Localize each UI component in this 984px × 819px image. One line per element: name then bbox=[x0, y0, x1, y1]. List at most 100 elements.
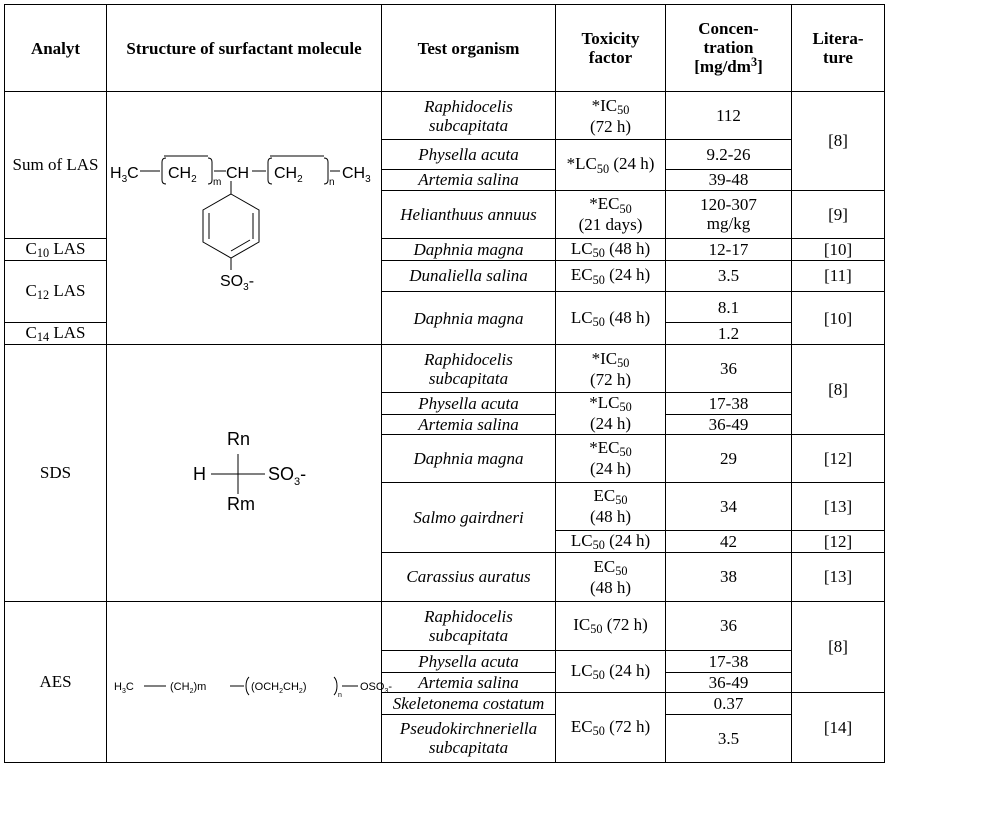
literature-cell: [11] bbox=[791, 259, 885, 293]
toxicity-cell: LC50 (24 h) bbox=[555, 529, 666, 553]
table-row: AES H3C (CH2)m (OCH2CH2) n OSO3- Raphido… bbox=[4, 600, 885, 763]
svg-text:m: m bbox=[213, 177, 221, 188]
concentration-cell: 17-38 bbox=[665, 649, 792, 673]
concentration-cell: 36 bbox=[665, 344, 792, 393]
svg-text:CH3: CH3 bbox=[342, 165, 371, 185]
table-row: C12 LAS Dunaliella salina EC50 (24 h) 3.… bbox=[4, 259, 885, 324]
svg-text:CH2: CH2 bbox=[168, 165, 197, 185]
literature-cell: [14] bbox=[791, 691, 885, 763]
toxicity-cell: LC50 (24 h) bbox=[555, 649, 666, 693]
organism-cell: Salmo gairdneri bbox=[381, 481, 556, 553]
concentration-cell: 29 bbox=[665, 433, 792, 483]
toxicity-cell: LC50 (48 h) bbox=[555, 237, 666, 261]
concentration-cell: 42 bbox=[665, 529, 792, 553]
svg-text:SO3-: SO3- bbox=[268, 464, 306, 488]
concentration-cell: 38 bbox=[665, 551, 792, 602]
svg-text:H3C: H3C bbox=[114, 681, 134, 695]
concentration-cell: 12-17 bbox=[665, 237, 792, 261]
literature-cell: [8] bbox=[791, 91, 885, 191]
table-row: Skeletonema costatum EC50 (72 h) 0.37 [1… bbox=[5, 691, 885, 763]
analyte-aes: AES bbox=[4, 600, 107, 763]
svg-text:OSO3-: OSO3- bbox=[360, 681, 392, 695]
aes-structure-diagram: H3C (CH2)m (OCH2CH2) n OSO3- bbox=[114, 676, 392, 699]
organism-cell: Daphnia magna bbox=[381, 237, 556, 261]
literature-cell: [9] bbox=[791, 189, 885, 239]
organism-cell: Helianthuus annuus bbox=[381, 189, 556, 239]
svg-text:n: n bbox=[329, 177, 335, 188]
toxicity-cell: *IC50(72 h) bbox=[555, 91, 666, 140]
organism-cell: Physella acuta bbox=[381, 649, 556, 673]
analyte-sds: SDS bbox=[4, 344, 107, 602]
table-row: Daphnia magna LC50 (48 h) 8.1 [10] bbox=[5, 291, 885, 345]
literature-cell: [8] bbox=[791, 600, 885, 693]
table-row: Helianthuus annuus *EC50(21 days) 120-30… bbox=[5, 189, 885, 239]
toxicity-cell: *EC50(24 h) bbox=[555, 433, 666, 483]
concentration-cell: 36-49 bbox=[665, 413, 792, 435]
analyte-c14-las: C14 LAS bbox=[4, 322, 107, 345]
svg-text:H: H bbox=[193, 464, 206, 484]
toxicity-cell: *EC50(21 days) bbox=[555, 189, 666, 239]
organism-cell: Skeletonema costatum bbox=[381, 691, 556, 715]
literature-cell: [10] bbox=[791, 237, 885, 261]
analyte-c12-las: C12 LAS bbox=[4, 259, 107, 324]
svg-text:(CH2)m: (CH2)m bbox=[170, 681, 206, 695]
table-row: Physella acuta *LC50 (24 h) 9.2-26 bbox=[5, 139, 885, 191]
las-structure: H3C CH2 m CH CH2 n CH3 SO3- bbox=[106, 91, 382, 345]
toxicity-cell: LC50 (48 h) bbox=[555, 291, 666, 345]
sds-structure: Rn H SO3- Rm bbox=[106, 344, 382, 602]
table-row: Physella acuta LC50 (24 h) 17-38 bbox=[5, 649, 885, 693]
svg-text:CH: CH bbox=[226, 165, 249, 182]
literature-cell: [8] bbox=[791, 344, 885, 435]
svg-text:Rn: Rn bbox=[227, 429, 250, 449]
literature-cell: [13] bbox=[791, 481, 885, 531]
concentration-cell: 1.2 bbox=[665, 322, 792, 345]
concentration-cell: 0.37 bbox=[665, 691, 792, 715]
aes-structure: H3C (CH2)m (OCH2CH2) n OSO3- bbox=[106, 600, 392, 763]
svg-text:n: n bbox=[338, 692, 342, 699]
toxicity-cell: EC50(48 h) bbox=[555, 481, 666, 531]
concentration-cell: 112 bbox=[665, 91, 792, 140]
header-organism: Test organism bbox=[381, 4, 556, 92]
concentration-cell: 3.5 bbox=[665, 713, 792, 763]
concentration-cell: 3.5 bbox=[665, 259, 792, 293]
organism-cell: Dunaliella salina bbox=[381, 259, 556, 293]
toxicity-cell: *IC50(72 h) bbox=[555, 344, 666, 393]
literature-cell: [13] bbox=[791, 551, 885, 602]
sds-structure-diagram: Rn H SO3- Rm bbox=[193, 429, 306, 514]
surfactant-toxicity-table: Analyt Structure of surfactant molecule … bbox=[4, 4, 885, 763]
concentration-cell: 34 bbox=[665, 481, 792, 531]
svg-text:(OCH2CH2): (OCH2CH2) bbox=[251, 681, 306, 695]
organism-cell: Artemia salina bbox=[381, 168, 556, 191]
organism-cell: Artemia salina bbox=[381, 413, 556, 435]
organism-cell: Daphnia magna bbox=[381, 291, 556, 345]
literature-cell: [12] bbox=[791, 433, 885, 483]
table-row: Artemia salina 36-49 bbox=[5, 671, 885, 693]
literature-cell: [12] bbox=[791, 529, 885, 553]
svg-text:CH2: CH2 bbox=[274, 165, 303, 185]
toxicity-cell: EC50 (72 h) bbox=[555, 691, 666, 763]
table-row: LC50 (24 h) 42 [12] bbox=[5, 529, 885, 553]
toxicity-cell: EC50 (24 h) bbox=[555, 259, 666, 293]
literature-cell: [10] bbox=[791, 291, 885, 345]
toxicity-cell: *LC50 bbox=[555, 392, 666, 414]
header-row: Analyt Structure of surfactant molecule … bbox=[4, 4, 885, 92]
concentration-cell: 39-48 bbox=[665, 168, 792, 191]
organism-cell: Artemia salina bbox=[381, 671, 556, 693]
header-concentration: Concen-tration[mg/dm3] bbox=[665, 4, 792, 92]
table-row: Sum of LAS bbox=[4, 91, 885, 345]
header-literature: Litera-ture bbox=[791, 4, 885, 92]
analyte-c10-las: C10 LAS bbox=[4, 237, 107, 261]
organism-cell: Carassius auratus bbox=[381, 551, 556, 602]
header-analyt: Analyt bbox=[4, 4, 107, 92]
svg-text:Rm: Rm bbox=[227, 494, 255, 514]
table-row: Daphnia magna *EC50(24 h) 29 [12] bbox=[5, 433, 885, 483]
table-row: Carassius auratus EC50(48 h) 38 [13] bbox=[5, 551, 885, 602]
las-structure-diagram: H3C CH2 m CH CH2 n CH3 SO3- bbox=[110, 155, 371, 293]
toxicity-cell: IC50 (72 h) bbox=[555, 600, 666, 651]
table-row: Artemia salina 39-48 bbox=[5, 168, 885, 191]
